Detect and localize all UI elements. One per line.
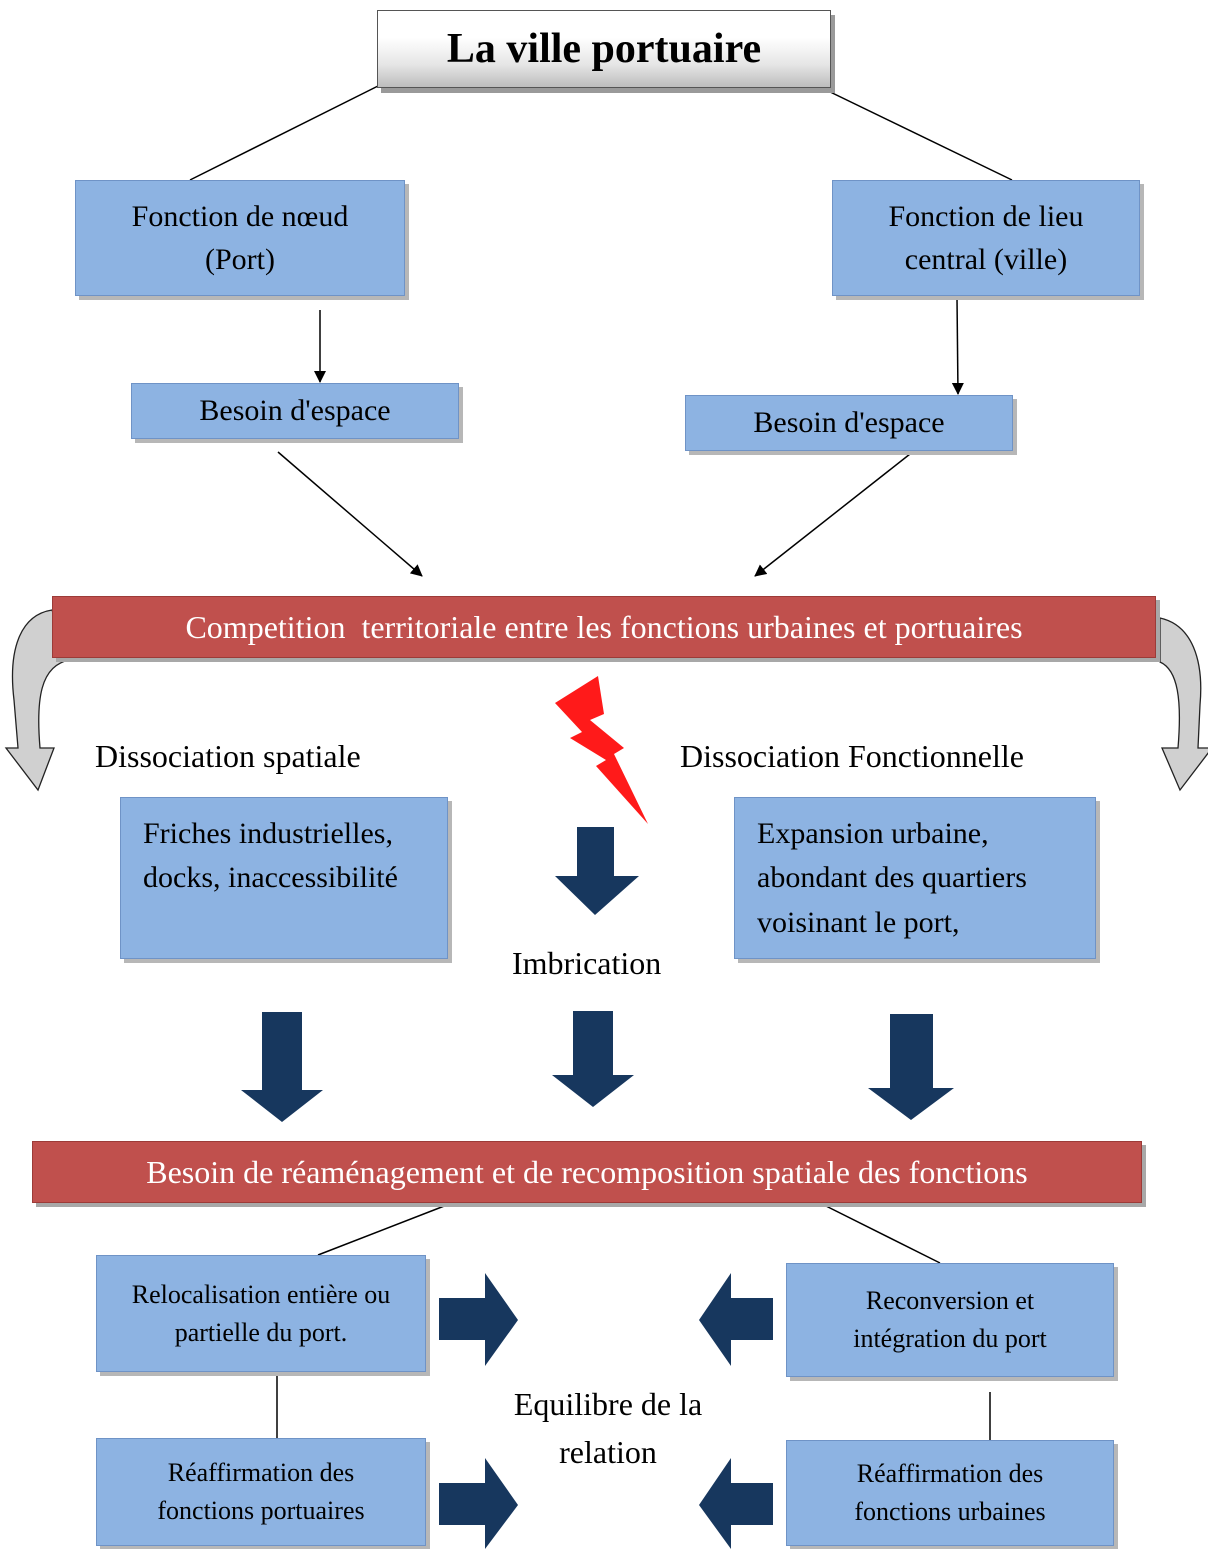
port-function-text: Fonction de nœud (Port) (131, 199, 349, 277)
city-function-box: Fonction de lieu central (ville) (832, 180, 1140, 296)
equilibre-text: Equilibre de la relation (513, 1386, 703, 1470)
relocalisation-text: Relocalisation entière ou partielle du p… (131, 1279, 391, 1347)
reaffirmation-port-text: Réaffirmation des fonctions portuaires (157, 1458, 365, 1525)
competition-text: Competition territoriale entre les fonct… (185, 608, 1023, 645)
dissociation-functional-label: Dissociation Fonctionnelle (680, 738, 1024, 774)
connector-reamenagement-right (825, 1205, 941, 1264)
city-function-text: Fonction de lieu central (ville) (888, 199, 1084, 277)
equilibre-label: Equilibre de la relation (486, 1380, 730, 1476)
arrow-need-to-competition-right (754, 453, 911, 577)
port-space-need-box: Besoin d'espace (131, 383, 459, 439)
down-arrow-center (552, 1011, 634, 1107)
curved-arrow-right (1159, 617, 1208, 792)
down-arrow-left (241, 1012, 323, 1122)
connector-title-left (189, 84, 381, 181)
dissociation-spatial-label: Dissociation spatiale (95, 738, 361, 774)
reamenagement-text: Besoin de réaménagement et de recomposit… (146, 1153, 1028, 1190)
title-box: La ville portuaire (377, 10, 831, 88)
left-arrow-top (699, 1273, 773, 1366)
reamenagement-band: Besoin de réaménagement et de recomposit… (32, 1141, 1142, 1203)
friches-text: Friches industrielles, docks, inaccessib… (143, 817, 398, 895)
reaffirmation-port-box: Réaffirmation des fonctions portuaires (96, 1438, 426, 1546)
relocalisation-box: Relocalisation entière ou partielle du p… (96, 1255, 426, 1372)
arrow-need-to-competition-left (277, 451, 423, 577)
down-arrow-imbrication (555, 827, 639, 915)
right-arrow-bottom (439, 1458, 518, 1549)
city-space-need-box: Besoin d'espace (685, 395, 1013, 451)
arrow-function-to-need-right (951, 297, 964, 395)
down-arrow-right (868, 1014, 954, 1120)
expansion-box: Expansion urbaine, abondant des quartier… (734, 797, 1096, 959)
competition-band: Competition territoriale entre les fonct… (52, 596, 1156, 658)
port-function-box: Fonction de nœud (Port) (75, 180, 405, 296)
lightning-icon (555, 676, 648, 824)
reconversion-text: Reconversion et intégration du port (853, 1286, 1047, 1353)
friches-box: Friches industrielles, docks, inaccessib… (120, 797, 448, 959)
reaffirmation-urbaines-box: Réaffirmation des fonctions urbaines (786, 1440, 1114, 1546)
city-space-need-text: Besoin d'espace (753, 406, 945, 440)
connector-title-right (821, 87, 1013, 181)
port-space-need-text: Besoin d'espace (199, 394, 391, 428)
expansion-text: Expansion urbaine, abondant des quartier… (757, 817, 1027, 939)
imbrication-label: Imbrication (512, 945, 662, 981)
reaffirmation-urbaines-text: Réaffirmation des fonctions urbaines (854, 1459, 1046, 1526)
connector-reamenagement-left (317, 1202, 453, 1256)
title-text: La ville portuaire (446, 26, 762, 72)
left-arrow-bottom (699, 1458, 773, 1549)
right-arrow-top (439, 1273, 518, 1366)
reconversion-box: Reconversion et intégration du port (786, 1263, 1114, 1377)
